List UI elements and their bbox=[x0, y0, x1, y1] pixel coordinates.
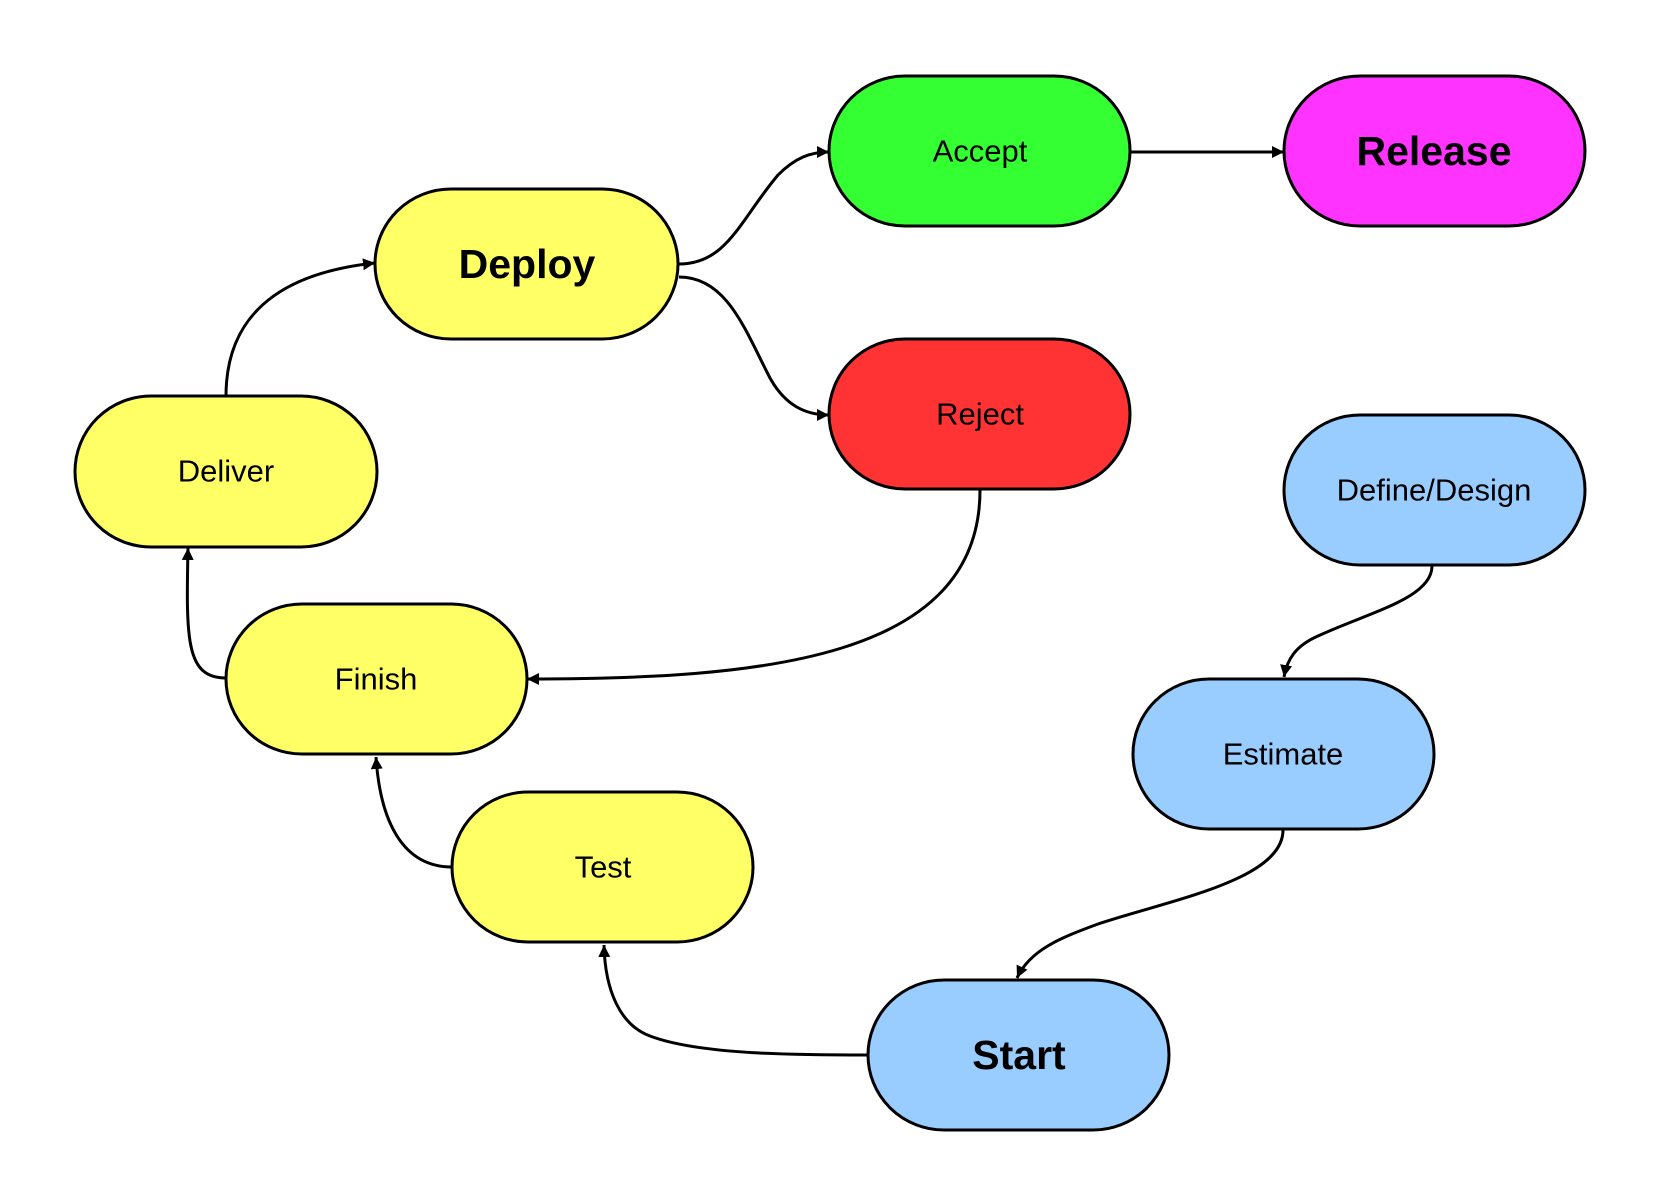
node-deploy[interactable]: Deploy bbox=[373, 187, 680, 341]
node-finish[interactable]: Finish bbox=[224, 602, 529, 756]
node-release-label: Release bbox=[1356, 128, 1511, 174]
node-define-design-shape bbox=[1282, 413, 1587, 567]
edge-test-to-finish bbox=[370, 756, 453, 869]
node-accept-label: Accept bbox=[933, 134, 1028, 169]
node-reject-label: Reject bbox=[936, 397, 1024, 432]
node-estimate[interactable]: Estimate bbox=[1131, 677, 1436, 831]
node-release-shape bbox=[1282, 74, 1587, 228]
node-deploy-shape bbox=[373, 187, 680, 341]
node-define-design-label: Define/Design bbox=[1337, 473, 1532, 508]
node-deliver[interactable]: Deliver bbox=[73, 394, 379, 549]
node-reject-shape bbox=[827, 337, 1132, 491]
node-test[interactable]: Test bbox=[450, 790, 755, 944]
node-deliver-label: Deliver bbox=[178, 454, 274, 489]
node-deliver-shape bbox=[73, 394, 379, 549]
node-release[interactable]: Release bbox=[1282, 74, 1587, 228]
edge-define-design-to-estimate bbox=[1280, 565, 1434, 678]
node-start-label: Start bbox=[972, 1032, 1066, 1078]
edges bbox=[181, 146, 1434, 1057]
node-reject[interactable]: Reject bbox=[827, 337, 1132, 491]
node-accept[interactable]: Accept bbox=[827, 74, 1132, 228]
edge-deliver-to-deploy bbox=[224, 258, 376, 397]
node-start-shape bbox=[866, 978, 1171, 1132]
edge-reject-to-finish bbox=[526, 489, 982, 685]
node-test-shape bbox=[450, 790, 755, 944]
edge-start-to-test bbox=[598, 944, 869, 1057]
node-start[interactable]: Start bbox=[866, 978, 1171, 1132]
node-estimate-shape bbox=[1131, 677, 1436, 831]
node-finish-shape bbox=[224, 602, 529, 756]
nodes: Accept Release Deploy Reject Deliver Def… bbox=[73, 74, 1587, 1132]
edge-deploy-to-accept bbox=[678, 146, 830, 266]
node-define-design[interactable]: Define/Design bbox=[1282, 413, 1587, 567]
edge-estimate-to-start bbox=[1015, 829, 1285, 979]
node-estimate-label: Estimate bbox=[1223, 737, 1344, 772]
edge-deploy-to-reject bbox=[678, 275, 830, 421]
node-accept-shape bbox=[827, 74, 1132, 228]
node-finish-label: Finish bbox=[335, 662, 418, 697]
edge-finish-to-deliver bbox=[181, 547, 227, 680]
node-deploy-label: Deploy bbox=[459, 241, 596, 287]
node-test-label: Test bbox=[575, 850, 632, 885]
